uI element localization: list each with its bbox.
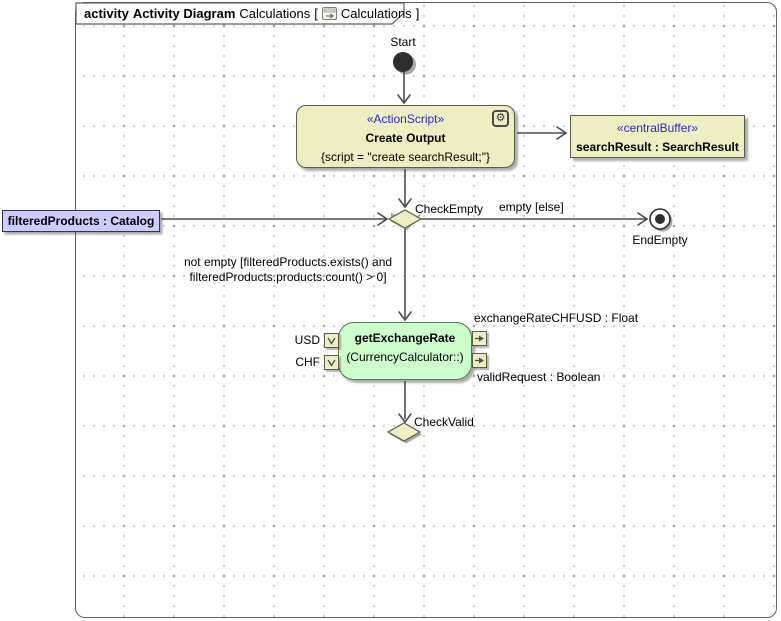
get-exchange-rate-behavior: (CurrencyCalculator::) bbox=[346, 350, 464, 364]
empty-else-guard-label: empty [else] bbox=[499, 200, 564, 214]
output-pin-valid-request-label: validRequest : Boolean bbox=[477, 370, 601, 384]
check-valid-label: CheckValid bbox=[414, 415, 474, 429]
get-exchange-rate-action-node[interactable]: getExchangeRate (CurrencyCalculator::) bbox=[338, 322, 472, 380]
not-empty-guard-label: not empty [filteredProducts.exists() and… bbox=[172, 255, 404, 285]
input-pin-chf[interactable] bbox=[324, 355, 339, 370]
arrowhead-create-output-to-buffer bbox=[556, 126, 568, 140]
not-empty-guard-line2: filteredProducts.products.count() > 0] bbox=[189, 270, 387, 284]
pin-arrow-right-icon bbox=[475, 357, 484, 364]
gear-icon: ⚙ bbox=[492, 110, 509, 127]
output-pin-exchange-rate[interactable] bbox=[472, 331, 487, 346]
frame-title: activity Activity Diagram Calculations [… bbox=[84, 6, 419, 21]
end-empty-label: EndEmpty bbox=[632, 233, 688, 247]
search-result-buffer-node[interactable]: «centralBuffer» searchResult : SearchRes… bbox=[570, 115, 745, 158]
arrowhead-check-empty-to-end-empty bbox=[637, 212, 649, 226]
arrowhead-get-exchange-rate-to-check-valid bbox=[398, 413, 412, 424]
buffer-name: searchResult : SearchResult bbox=[576, 140, 739, 154]
buffer-stereotype: «centralBuffer» bbox=[616, 121, 699, 135]
frame-title-diagram-type: Activity Diagram bbox=[132, 6, 236, 21]
frame-title-diagram-name: Calculations bbox=[239, 6, 311, 21]
input-pin-chf-label: CHF bbox=[295, 355, 320, 369]
create-output-name: Create Output bbox=[365, 131, 446, 145]
arrowhead-filtered-products-to-check-empty bbox=[377, 212, 389, 226]
pin-arrow-right-icon bbox=[475, 335, 484, 342]
filtered-products-parameter-node[interactable]: filteredProducts : Catalog bbox=[2, 210, 160, 232]
frame-title-bracket-close: ] bbox=[415, 6, 420, 21]
end-empty-node-inner bbox=[655, 214, 665, 224]
pin-chevron-down-icon bbox=[327, 359, 336, 367]
arrowhead-check-empty-to-get-exchange-rate bbox=[398, 311, 412, 322]
create-output-stereotype: «ActionScript» bbox=[366, 112, 445, 126]
start-node-label: Start bbox=[390, 35, 416, 49]
pin-chevron-down-icon bbox=[327, 337, 336, 345]
start-node[interactable] bbox=[393, 52, 413, 72]
input-pin-usd-label: USD bbox=[294, 333, 320, 347]
filtered-products-label: filteredProducts : Catalog bbox=[7, 214, 155, 228]
create-output-script: {script = "create searchResult;"} bbox=[321, 150, 490, 164]
arrowhead-start-to-create-output bbox=[397, 94, 411, 105]
output-pin-valid-request[interactable] bbox=[472, 353, 487, 368]
create-output-action-node[interactable]: «ActionScript» Create Output {script = "… bbox=[296, 105, 515, 168]
frame-title-keyword: activity bbox=[84, 6, 129, 21]
activity-diagram-icon bbox=[321, 7, 337, 20]
not-empty-guard-line1: not empty [filteredProducts.exists() and bbox=[183, 255, 393, 269]
check-empty-label: CheckEmpty bbox=[415, 202, 484, 216]
check-valid-decision-node[interactable] bbox=[386, 422, 422, 442]
frame-title-ref-name: Calculations bbox=[340, 6, 412, 21]
get-exchange-rate-name: getExchangeRate bbox=[354, 331, 456, 345]
output-pin-exchange-rate-label: exchangeRateCHFUSD : Float bbox=[474, 311, 639, 325]
frame-title-bracket-open: [ bbox=[314, 6, 318, 21]
check-empty-decision-node[interactable] bbox=[387, 209, 423, 229]
arrowhead-create-output-to-check-empty bbox=[398, 198, 412, 209]
input-pin-usd[interactable] bbox=[324, 333, 339, 348]
